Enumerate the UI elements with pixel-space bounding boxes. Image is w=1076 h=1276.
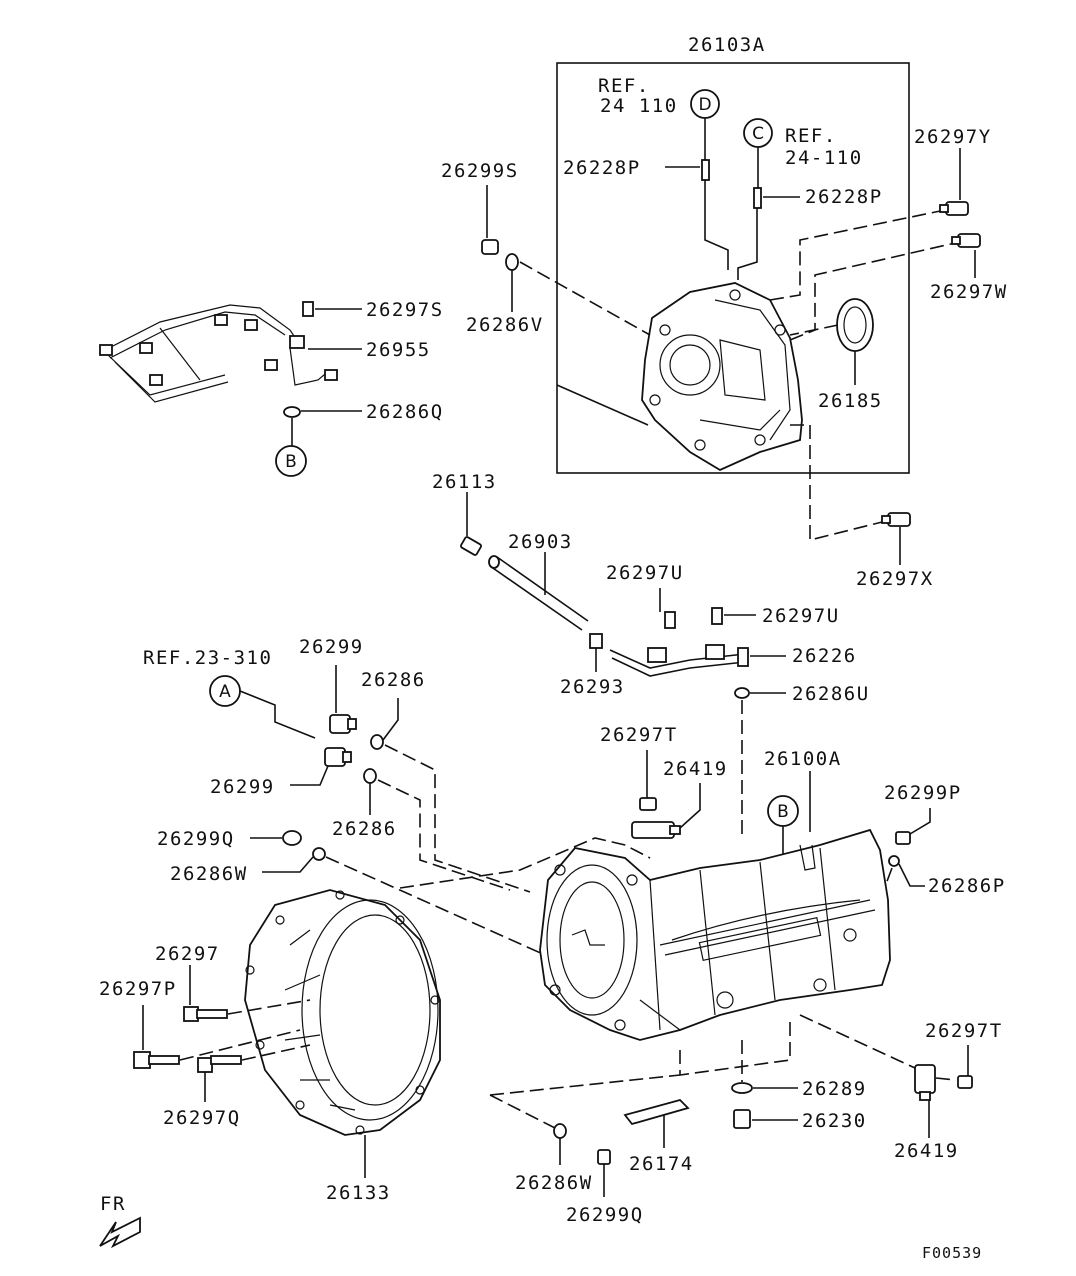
label-26100A: 26100A [764,748,842,770]
label-26286-mid: 26286 [332,818,397,840]
gasket-26286W-bottom [553,1123,567,1139]
plug-26230 [733,1109,751,1129]
gasket-26286V [505,253,519,271]
pin-26228p-right [753,187,762,209]
label-26228P-right: 26228P [805,186,883,208]
extension-housing-26103A [641,282,803,472]
label-26297T-top: 26297T [600,724,678,746]
gasket-26286-top [370,734,384,750]
plug-26299Q-left [282,830,302,846]
label-26297T-right: 26297T [925,1020,1003,1042]
label-26228P-left: 26228P [563,157,641,179]
bolt-26297 [183,1006,228,1022]
ref-label-23-310: REF.23-310 [143,647,272,669]
sensor-26419-top [631,821,681,839]
label-26286Q: 26286Q [366,401,444,423]
label-26955: 26955 [366,339,431,361]
label-26297P: 26297P [99,978,177,1000]
harness-26955 [99,304,338,403]
extension-housing-box [556,62,910,474]
label-26286-top: 26286 [361,669,426,691]
label-26297X: 26297X [856,568,934,590]
bolt-26297X [881,512,911,527]
bolt-26297T-right [957,1075,973,1089]
ref-label-c-2: 24-110 [785,147,863,169]
pin-26228p-left [701,159,710,181]
gasket-26286W-left [312,847,326,861]
label-26297S: 26297S [366,299,444,321]
gasket-26286U [734,687,750,699]
label-26286V: 26286V [466,314,544,336]
label-26286W-left: 26286W [170,863,248,885]
bolt-26297P [133,1051,180,1069]
label-26113: 26113 [432,471,497,493]
label-26297W: 26297W [930,281,1008,303]
label-26297U-right: 26297U [762,605,840,627]
label-26299Q-left: 26299Q [157,828,235,850]
bolt-26297Y [939,201,969,216]
plug-26299-mid [324,747,352,767]
label-26299P: 26299P [884,782,962,804]
fitting-26113 [460,536,482,556]
gasket-26286P [888,855,900,867]
label-26286W-bottom: 26286W [515,1172,593,1194]
label-26903: 26903 [508,531,573,553]
callout-b-left [275,445,307,477]
ref-label-c-1: REF. [785,125,837,147]
label-26103A: 26103A [688,34,766,56]
label-26226: 26226 [792,645,857,667]
label-26286P: 26286P [928,875,1006,897]
label-26419-right: 26419 [894,1140,959,1162]
gasket-26286Q [283,406,301,418]
plug-26299P [895,831,911,845]
label-26286U: 26286U [792,683,870,705]
label-26174: 26174 [629,1153,694,1175]
plug-26299Q-bottom [597,1149,611,1165]
plug-26299S [481,239,499,255]
label-26297U-top: 26297U [606,562,684,584]
callout-a-text: A [219,682,231,702]
bolt-26297Q [197,1055,242,1073]
bolt-26297U-top [664,611,676,629]
sensor-26419-right [914,1064,936,1101]
label-26297: 26297 [155,943,220,965]
bolt-26297W [951,233,981,248]
figure-id: F00539 [922,1244,982,1262]
label-26299-top: 26299 [299,636,364,658]
clamp-26293 [589,633,603,649]
converter-housing-26133 [244,889,441,1136]
plug-26299-top [329,714,357,734]
callout-c-text: C [752,124,764,144]
label-26293: 26293 [560,676,625,698]
callout-b-right-text: B [777,802,789,822]
hose-26903 [489,556,589,631]
ref-label-d-1: REF. [598,75,650,97]
bracket-26174 [623,1098,690,1126]
label-26185: 26185 [818,390,883,412]
transmission-case-26100A [539,828,891,1041]
gasket-26286-mid [363,768,377,784]
label-26297Q: 26297Q [163,1107,241,1129]
label-26299Q-bottom: 26299Q [566,1204,644,1226]
callout-d-text: D [698,95,711,115]
label-26419-top: 26419 [663,758,728,780]
front-label: FR [100,1193,126,1215]
label-26297Y: 26297Y [914,126,992,148]
tube-26226 [609,644,749,677]
label-26289: 26289 [802,1078,867,1100]
gasket-26289 [731,1082,753,1094]
label-26133: 26133 [326,1182,391,1204]
bolt-26297T-top [639,797,657,811]
bolt-26297U-right [711,607,723,625]
bolt-26297S [302,301,314,317]
callout-b-left-text: B [285,452,297,472]
label-26299-mid: 26299 [210,776,275,798]
ref-label-d-2: 24 110 [600,95,678,117]
label-26230: 26230 [802,1110,867,1132]
front-arrow-icon [99,1216,141,1249]
label-26299S: 26299S [441,160,519,182]
